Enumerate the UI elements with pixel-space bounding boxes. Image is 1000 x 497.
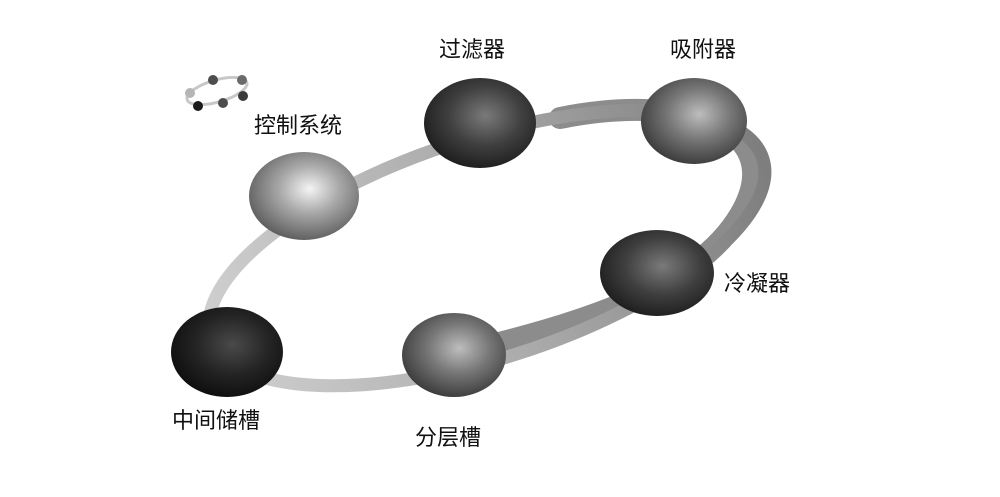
- node-label: 分层槽: [415, 426, 481, 451]
- node-adsorber: 吸附器: [641, 38, 747, 164]
- node-sphere: [171, 307, 283, 397]
- node-label: 控制系统: [254, 114, 342, 139]
- node-separator: 分层槽: [402, 313, 506, 451]
- cycle-icon: [185, 75, 249, 111]
- node-control-system: 控制系统: [249, 114, 359, 240]
- node-filter: 过滤器: [424, 38, 536, 168]
- node-label: 中间储槽: [172, 409, 260, 434]
- node-sphere: [641, 78, 747, 164]
- node-sphere: [402, 313, 506, 397]
- node-label: 冷凝器: [724, 272, 790, 297]
- node-label: 吸附器: [670, 38, 736, 63]
- node-sphere: [424, 78, 536, 168]
- node-label: 过滤器: [439, 38, 505, 63]
- node-intermediate-storage: 中间储槽: [171, 307, 283, 434]
- node-condenser: 冷凝器: [600, 230, 790, 316]
- node-sphere: [600, 230, 714, 316]
- node-sphere: [249, 152, 359, 240]
